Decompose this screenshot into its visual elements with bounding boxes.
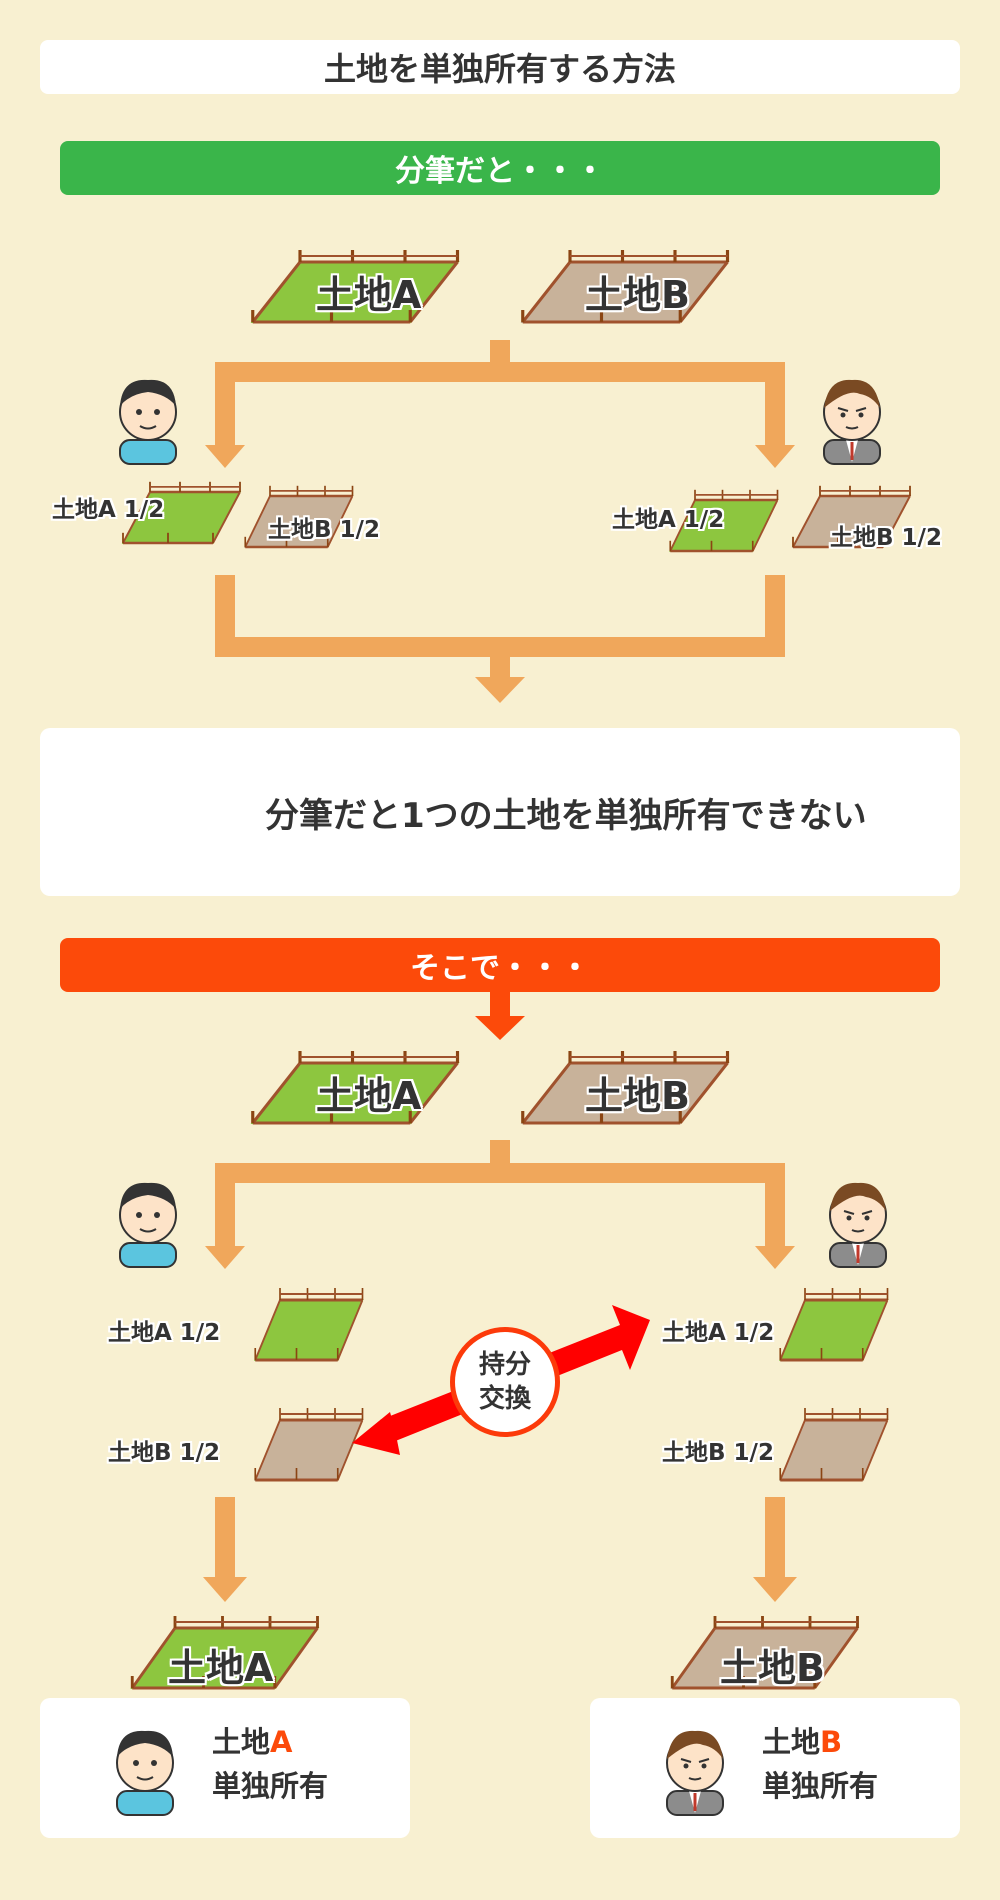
- s1-split-arrow: [205, 340, 795, 468]
- s1-left-land-a-label: 土地A 1/2: [52, 497, 165, 523]
- s2-split-arrow: [205, 1140, 795, 1269]
- s2-left-land-a-graphic: [253, 1286, 364, 1362]
- s1-left-land-b-label: 土地B 1/2: [268, 517, 380, 543]
- s2-right-land-b-label: 土地B 1/2: [662, 1440, 774, 1466]
- section1-banner: 分筆だと・・・: [60, 141, 940, 195]
- owner-a-text: 土地A 単独所有: [212, 1720, 328, 1808]
- final-land-b-label: 土地B: [720, 1646, 825, 1690]
- final-land-a-label: 土地A: [168, 1646, 274, 1690]
- owner-b-line2: 単独所有: [762, 1769, 879, 1803]
- s1-person-left-icon: [119, 378, 177, 465]
- owner-b-prefix: 土地: [762, 1725, 821, 1759]
- exchange-badge: 持分 交換: [450, 1327, 560, 1437]
- owner-b-letter: B: [820, 1725, 843, 1759]
- s2-down-arrows: [203, 1497, 797, 1602]
- owner-a-letter: A: [270, 1725, 293, 1759]
- s2-land-a-label: 土地A: [316, 1074, 422, 1118]
- owner-a-prefix: 土地: [212, 1725, 271, 1759]
- owner-card-a: 土地A 単独所有: [40, 1698, 410, 1838]
- result-card: 分筆だと1つの土地を単独所有できない: [40, 728, 960, 896]
- owner-a-avatar-icon: [116, 1730, 174, 1816]
- s1-land-a-label: 土地A: [316, 273, 422, 317]
- s2-right-land-b-graphic: [778, 1406, 889, 1482]
- s1-merge-arrow: [215, 575, 785, 703]
- section1-banner-text: 分筆だと・・・: [395, 154, 605, 189]
- s2-banner-arrow: [475, 990, 525, 1040]
- s2-person-left-icon: [119, 1181, 177, 1268]
- section2-banner-text: そこで・・・: [410, 951, 590, 986]
- s2-left-land-b-graphic: [253, 1406, 364, 1482]
- owner-b-text: 土地B 単独所有: [762, 1720, 878, 1808]
- s1-right-land-b-label: 土地B 1/2: [830, 525, 942, 551]
- result-text: 分筆だと1つの土地を単独所有できない: [265, 795, 867, 836]
- s2-land-b-label: 土地B: [585, 1074, 690, 1118]
- exchange-line1: 持分: [478, 1350, 531, 1380]
- page-title: 土地を単独所有する方法: [40, 40, 960, 94]
- page-title-text: 土地を単独所有する方法: [323, 50, 676, 88]
- exchange-line2: 交換: [478, 1384, 531, 1414]
- s1-person-right-icon: [822, 378, 882, 466]
- s1-land-b-label: 土地B: [585, 273, 690, 317]
- s2-left-land-a-label: 土地A 1/2: [108, 1320, 221, 1346]
- owner-card-b: 土地B 単独所有: [590, 1698, 960, 1838]
- section2-banner: そこで・・・: [60, 938, 940, 992]
- owner-b-avatar-icon: [666, 1730, 724, 1816]
- s2-right-land-a-label: 土地A 1/2: [662, 1320, 775, 1346]
- s2-left-land-b-label: 土地B 1/2: [108, 1440, 220, 1466]
- s1-right-land-a-label: 土地A 1/2: [612, 507, 725, 533]
- s2-person-right-icon: [828, 1181, 888, 1269]
- s2-right-land-a-graphic: [778, 1286, 889, 1362]
- owner-a-line2: 単独所有: [212, 1769, 329, 1803]
